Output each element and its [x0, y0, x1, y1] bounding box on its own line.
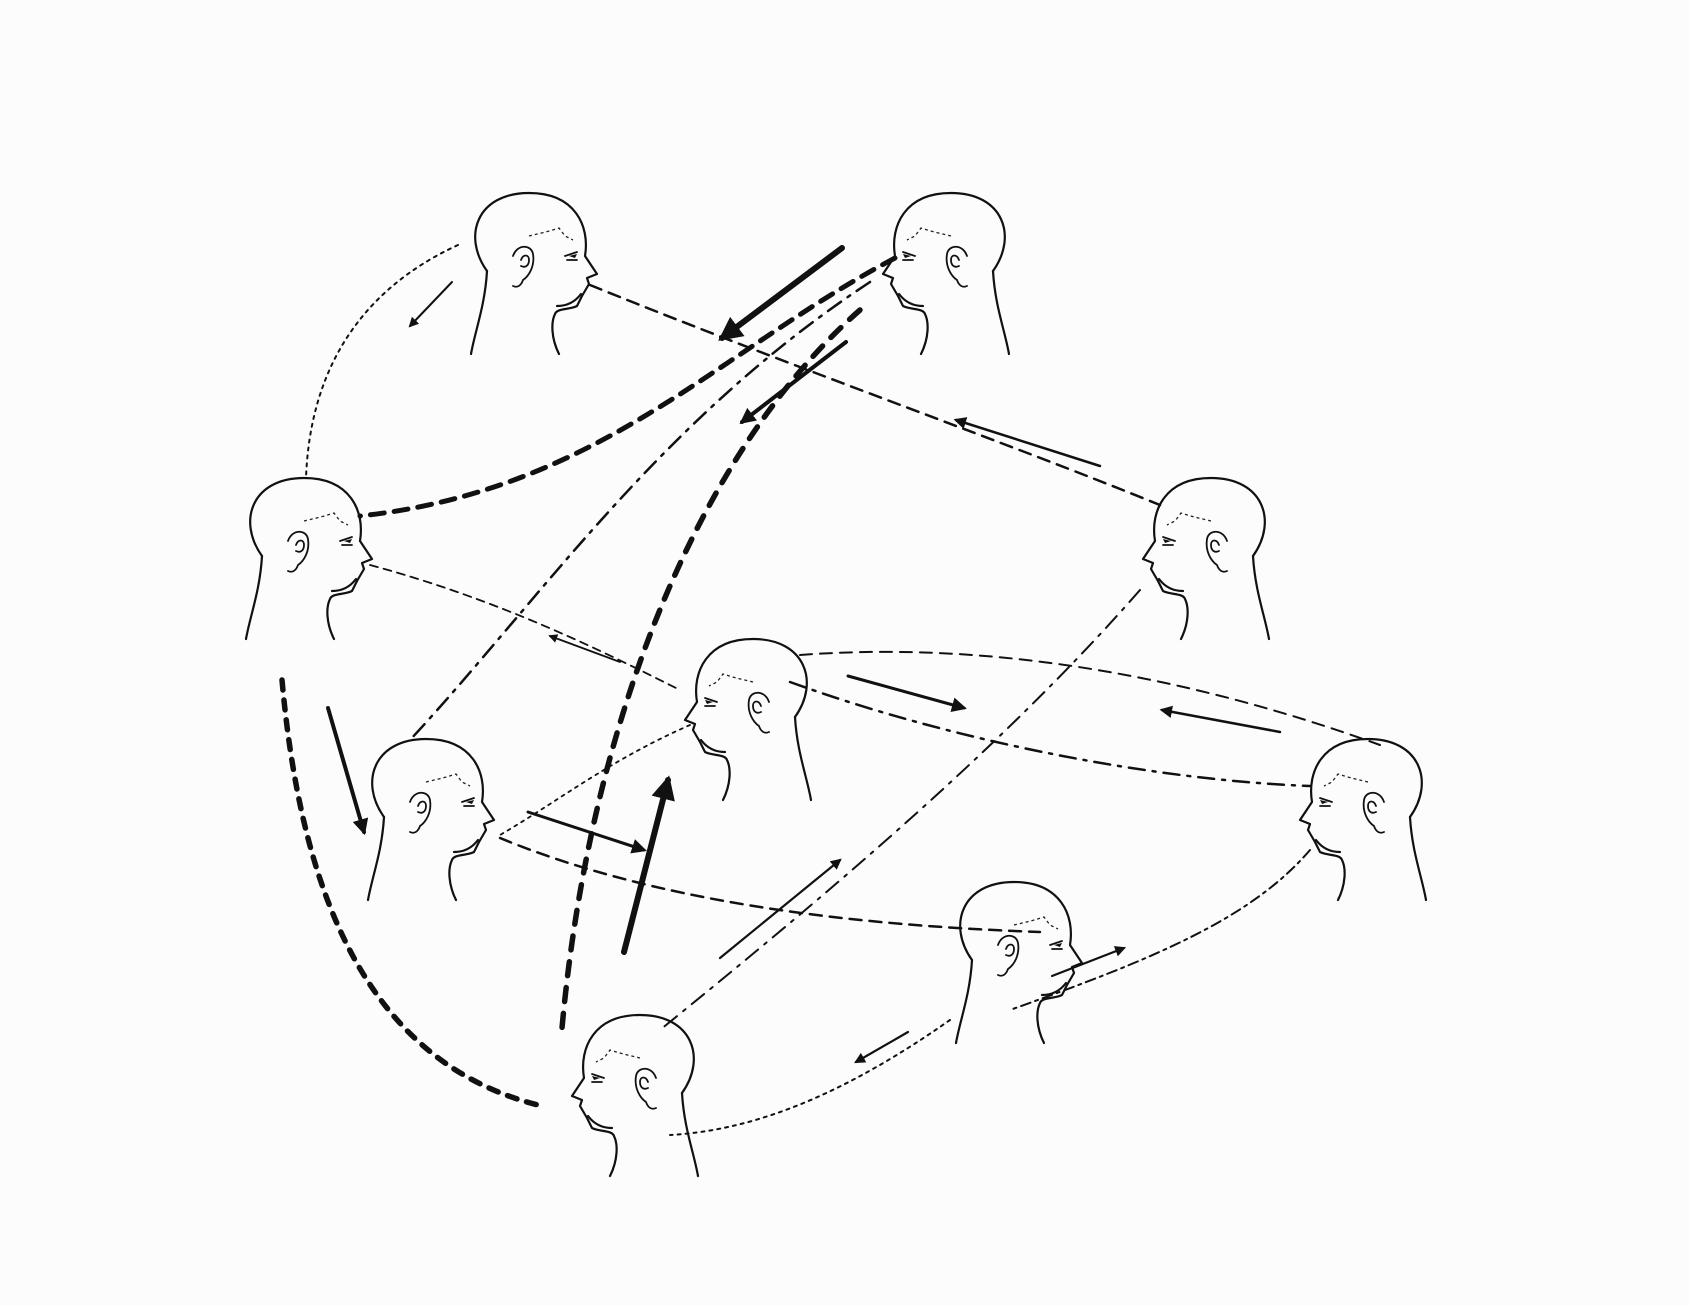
- arrow-farright-left: [1159, 705, 1282, 734]
- link-top-right-to-mid-left: [357, 255, 898, 519]
- person-head-mid-left: [244, 476, 374, 641]
- person-head-top-left: [469, 191, 599, 356]
- link-top-left-to-mid-left: [305, 244, 459, 479]
- link-mid-right-to-bottom: [659, 589, 1141, 1031]
- link-mid-left-to-center: [369, 564, 681, 691]
- link-mid-left-to-bottom: [279, 677, 541, 1108]
- arrow-topright-strong: [718, 245, 845, 341]
- arrow-bottom-up-right: [718, 858, 842, 960]
- link-lower-right-to-bottom: [669, 1019, 951, 1136]
- arrow-topright-medium: [739, 340, 848, 424]
- person-head-far-right: [1300, 739, 1426, 900]
- link-center-to-far-right: [788, 680, 1312, 788]
- arrow-bottom-up-strong: [621, 775, 675, 955]
- arrow-midright-left: [953, 417, 1102, 468]
- person-head-top-right: [883, 193, 1009, 354]
- link-far-right-to-lower-right: [1009, 849, 1311, 1011]
- arrow-center-left: [548, 634, 621, 663]
- person-head-center: [685, 639, 811, 800]
- person-head-mid-right: [1143, 478, 1269, 639]
- link-center-to-far-right-upper: [799, 650, 1381, 746]
- person-head-lower-right: [954, 880, 1084, 1045]
- people: [244, 191, 1426, 1176]
- arrow-topleft-down: [408, 281, 453, 328]
- person-head-lower-left: [366, 737, 496, 902]
- link-top-left-to-mid-right: [588, 283, 1162, 507]
- arrow-lowerleft-right: [526, 810, 647, 854]
- arrow-center-right: [846, 674, 967, 713]
- arrow-lowerright-left: [854, 1030, 910, 1064]
- connection-links: [279, 244, 1381, 1136]
- arrow-lowerright-right: [1050, 946, 1127, 978]
- link-lower-left-to-lower-right: [498, 836, 1042, 934]
- arrow-midleft-down: [326, 706, 369, 836]
- link-top-right-to-lower-left: [408, 280, 872, 742]
- link-top-right-to-bottom: [559, 307, 863, 1031]
- direction-arrows: [326, 245, 1282, 1064]
- person-head-bottom: [572, 1015, 698, 1176]
- link-center-to-lower-left: [499, 724, 691, 836]
